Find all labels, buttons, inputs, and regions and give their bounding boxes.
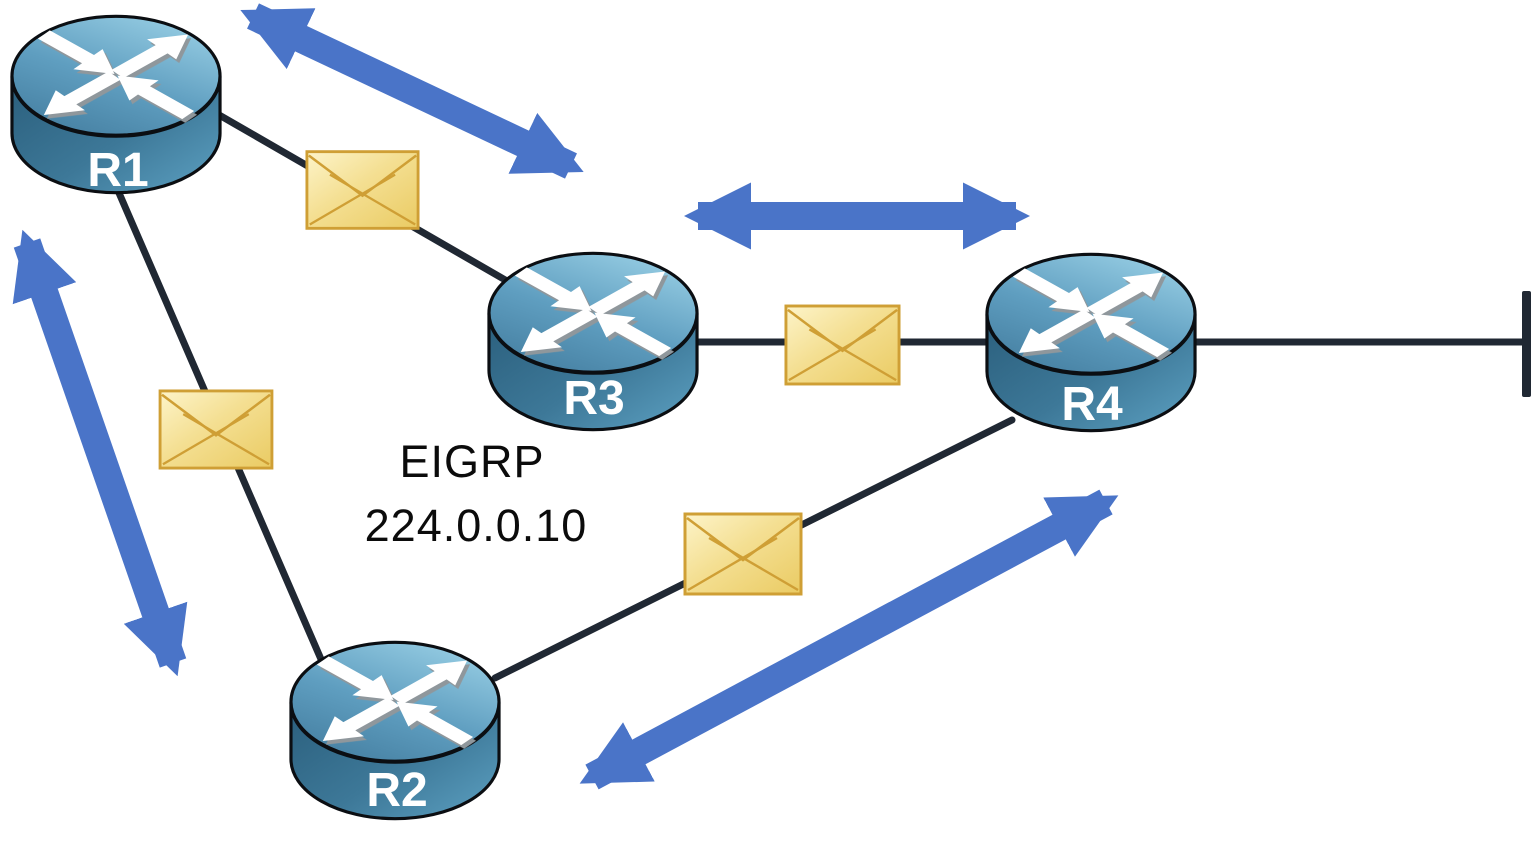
- double-arrow-icon-r1-r2: [12, 229, 188, 677]
- network-segment-terminator: [1522, 291, 1531, 397]
- router-r4: R4: [987, 254, 1195, 431]
- router-label-r3: R3: [563, 372, 624, 425]
- envelope-icon-r2-r4: [683, 512, 803, 596]
- router-r2: R2: [291, 642, 499, 818]
- envelope-icon-r1-r2: [158, 389, 274, 470]
- router-r1: R1: [12, 16, 220, 197]
- router-label-r2: R2: [366, 764, 427, 817]
- double-arrow-icon-r1-r3: [240, 3, 584, 179]
- router-label-r1: R1: [87, 144, 148, 197]
- protocol-name: EIGRP: [399, 436, 544, 487]
- router-label-r4: R4: [1061, 378, 1123, 431]
- envelope-icon-r1-r3: [305, 150, 420, 230]
- double-arrow-icon-r2-r4: [579, 489, 1119, 790]
- multicast-address: 224.0.0.10: [365, 500, 588, 551]
- router-r3: R3: [489, 253, 697, 429]
- protocol-caption: EIGRP 224.0.0.10: [365, 436, 588, 551]
- envelope-icon-r3-r4: [784, 304, 901, 386]
- hello-exchange-arrows: [12, 3, 1119, 790]
